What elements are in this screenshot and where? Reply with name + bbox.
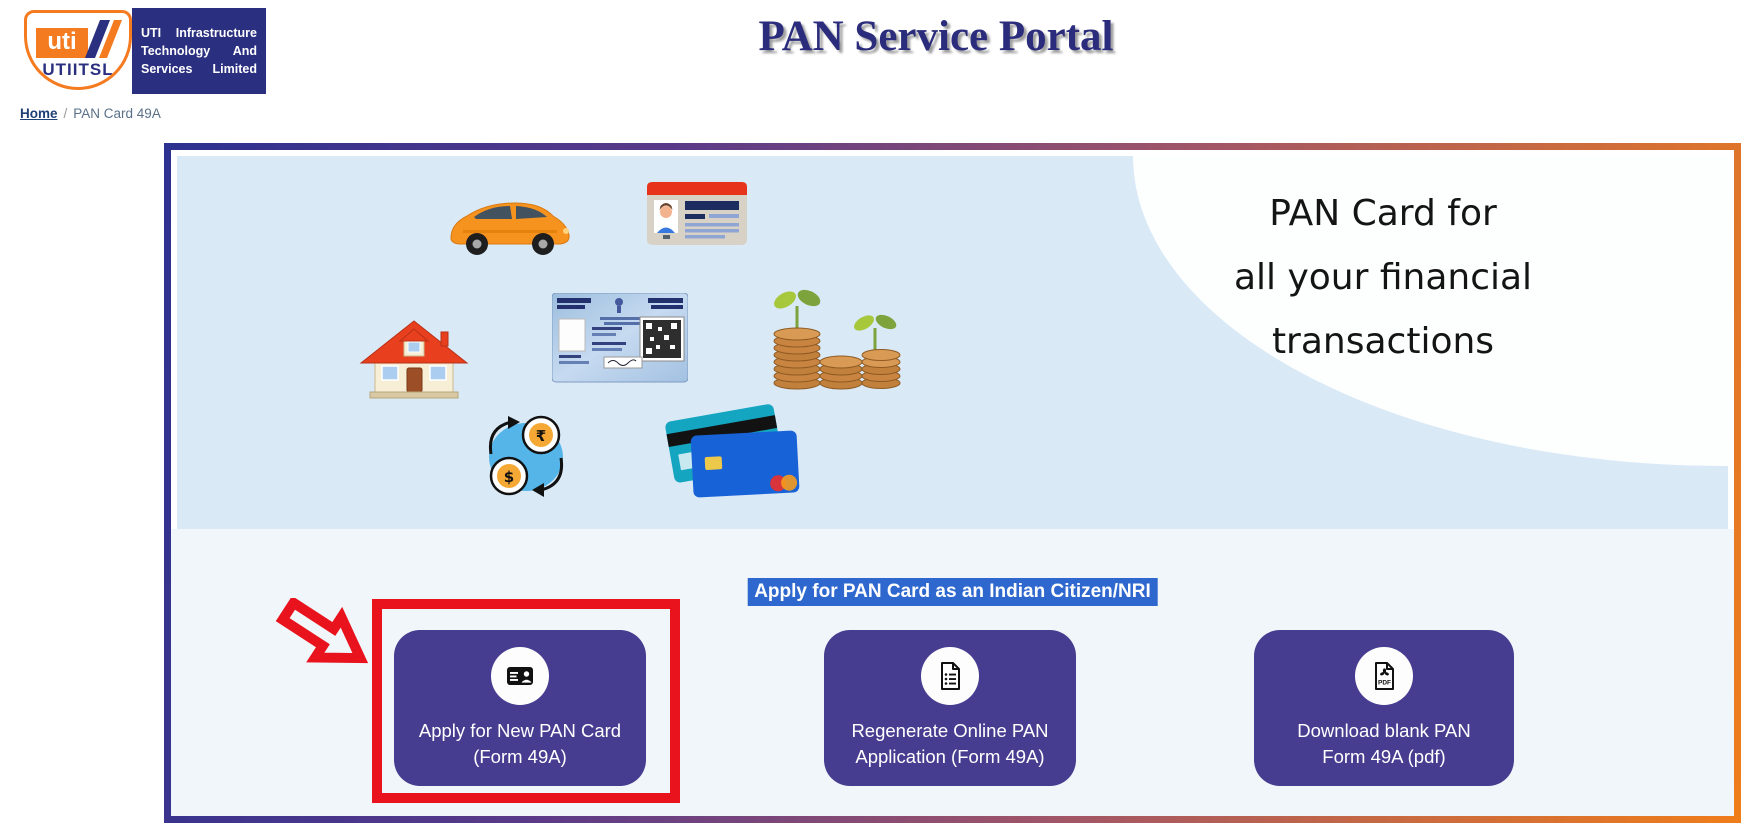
button-label-line: (Form 49A) <box>473 745 567 767</box>
breadcrumb-separator: / <box>63 106 68 121</box>
pan-card-illustration <box>552 293 688 383</box>
svg-text:PDF: PDF <box>1378 679 1391 686</box>
coin-stacks-with-plants-illustration <box>773 289 901 390</box>
breadcrumb-current: PAN Card 49A <box>73 106 161 121</box>
photo-id-card-illustration <box>647 182 747 245</box>
orange-car-illustration <box>450 202 570 255</box>
logo-word: Technology <box>141 43 211 58</box>
regenerate-online-pan-application-button[interactable]: Regenerate Online PAN Application (Form … <box>824 630 1076 786</box>
logo-word: Infrastructure <box>175 25 257 40</box>
button-label-line: Download blank PAN <box>1297 719 1471 741</box>
tagline-line: PAN Card for <box>1269 193 1497 234</box>
uti-mark: uti <box>36 28 88 58</box>
button-label: Apply for New PAN Card (Form 49A) <box>419 718 621 770</box>
tagline-line: transactions <box>1271 321 1495 362</box>
button-label: Download blank PAN Form 49A (pdf) <box>1297 718 1470 770</box>
download-blank-pan-form-button[interactable]: PDF Download blank PAN Form 49A (pdf) <box>1254 630 1514 786</box>
id-card-icon <box>491 646 549 705</box>
logo-slashes-icon <box>85 20 122 58</box>
svg-text:₹: ₹ <box>536 427 546 445</box>
logo-word: And <box>232 43 257 58</box>
button-label-line: Regenerate Online PAN <box>851 719 1049 741</box>
hero-banner: PAN Card for all your financial transact… <box>177 156 1728 529</box>
utiitsl-wordmark: UTIITSL <box>42 60 114 79</box>
main-panel: PAN Card for all your financial transact… <box>164 143 1741 823</box>
pdf-icon: PDF <box>1355 646 1413 705</box>
document-icon <box>921 646 979 705</box>
house-illustration <box>359 320 469 399</box>
logo-word: Services <box>141 61 193 76</box>
button-label: Regenerate Online PAN Application (Form … <box>851 718 1048 770</box>
hero-tagline: PAN Card for all your financial transact… <box>1133 182 1633 374</box>
currency-exchange-illustration: ₹ $ <box>488 415 564 497</box>
credit-cards-illustration <box>665 404 800 498</box>
utiitsl-shield-icon: uti UTIITSL <box>24 10 132 90</box>
button-label-line: Form 49A (pdf) <box>1322 745 1446 767</box>
breadcrumb-home-link[interactable]: Home <box>20 106 58 121</box>
utiitsl-logo-company-name: UTI Infrastructure Technology And Services… <box>132 8 266 94</box>
apply-new-pan-card-button[interactable]: Apply for New PAN Card (Form 49A) <box>394 630 646 786</box>
button-label-line: Apply for New PAN Card <box>418 719 622 741</box>
tagline-line: all your financial <box>1233 257 1533 298</box>
page-title: PAN Service Portal <box>758 13 1114 60</box>
logo-word: Limited <box>212 61 257 76</box>
utiitsl-logo: UTI Infrastructure Technology And Services… <box>20 8 266 94</box>
apply-section-heading: Apply for PAN Card as an Indian Citizen/… <box>747 578 1158 606</box>
logo-word: UTI <box>141 25 162 40</box>
svg-text:$: $ <box>504 468 514 486</box>
button-label-line: Application (Form 49A) <box>855 745 1045 767</box>
breadcrumb: Home / PAN Card 49A <box>20 106 161 121</box>
